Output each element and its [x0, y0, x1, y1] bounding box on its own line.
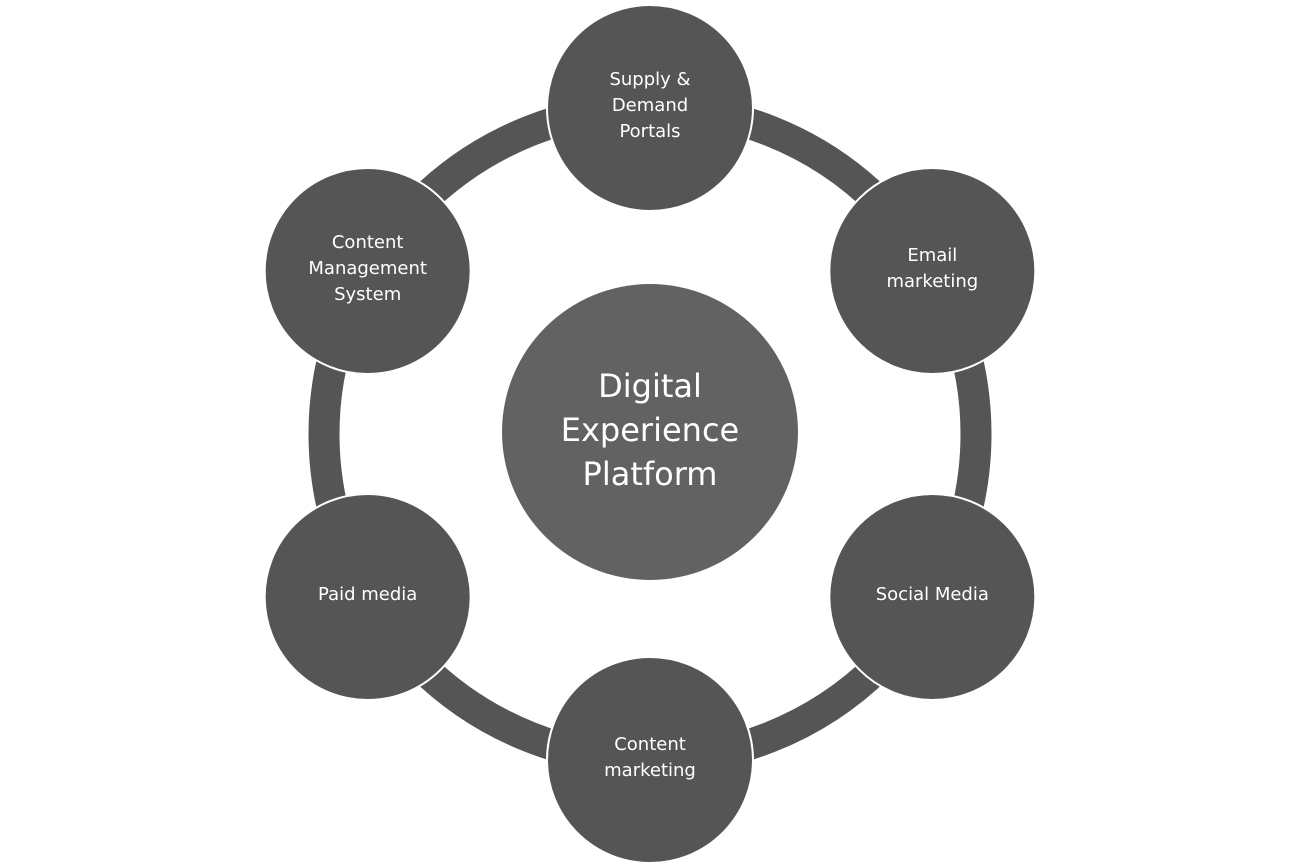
node-content-marketing [546, 656, 754, 864]
node-content-management-system [263, 167, 472, 375]
node-email-marketing-label: Email marketing [886, 245, 979, 292]
node-email-marketing [828, 167, 1037, 375]
hub-label: Digital Experience Platform [560, 367, 740, 493]
node-content-marketing-label: Content marketing [604, 734, 696, 781]
node-social-media-label: Social Media [875, 584, 989, 605]
node-content-management-system-label: Content Management System [308, 232, 427, 305]
node-supply-demand-portals [546, 4, 754, 212]
node-paid-media-label: Paid media [318, 584, 418, 605]
node-social-media [828, 493, 1037, 701]
node-paid-media [263, 493, 472, 701]
node-supply-demand-portals-label: Supply & Demand Portals [609, 69, 691, 142]
hub-circle [502, 284, 798, 580]
